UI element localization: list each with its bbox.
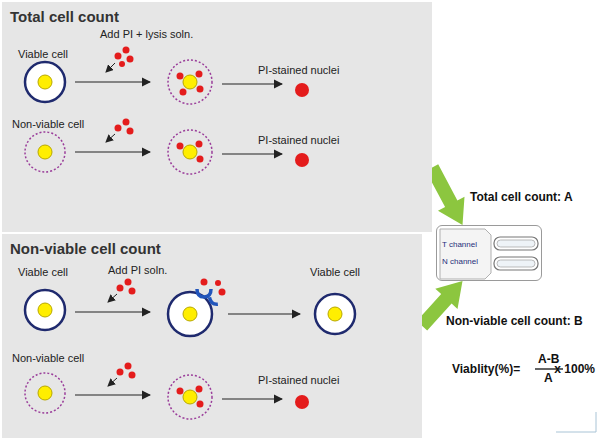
cell-label: Non-viable cell bbox=[12, 118, 84, 130]
panel-title: Total cell count bbox=[10, 8, 119, 25]
chip-illustration bbox=[437, 226, 543, 282]
result-label: x 100% bbox=[554, 362, 595, 376]
frame-line bbox=[556, 412, 596, 432]
channel-label: T channel bbox=[442, 240, 477, 249]
cell-illustration bbox=[2, 234, 422, 438]
result-label: A bbox=[544, 371, 553, 385]
channel-label: N channel bbox=[442, 257, 478, 266]
cell-label: Add PI + lysis soln. bbox=[100, 28, 193, 40]
result-label: Total cell count: A bbox=[470, 190, 573, 204]
counting-chip: T channel N channel bbox=[436, 225, 542, 281]
panel-box: Non-viable cell count bbox=[2, 234, 422, 438]
result-label: Non-viable cell count: B bbox=[446, 314, 583, 328]
cell-label: PI-stained nuclei bbox=[258, 64, 339, 76]
cell-label: Viable cell bbox=[310, 266, 360, 278]
cell-label: Non-viable cell bbox=[12, 352, 84, 364]
cell-label: PI-stained nuclei bbox=[258, 134, 339, 146]
result-label: Viablity(%)= bbox=[452, 362, 520, 376]
cell-label: Add PI soln. bbox=[108, 264, 167, 276]
panel-title: Non-viable cell count bbox=[10, 240, 161, 257]
cell-label: Viable cell bbox=[18, 266, 68, 278]
cell-label: PI-stained nuclei bbox=[258, 374, 339, 386]
cell-illustration bbox=[2, 2, 432, 232]
panel-box: Total cell count bbox=[2, 2, 432, 232]
cell-label: Viable cell bbox=[18, 48, 68, 60]
